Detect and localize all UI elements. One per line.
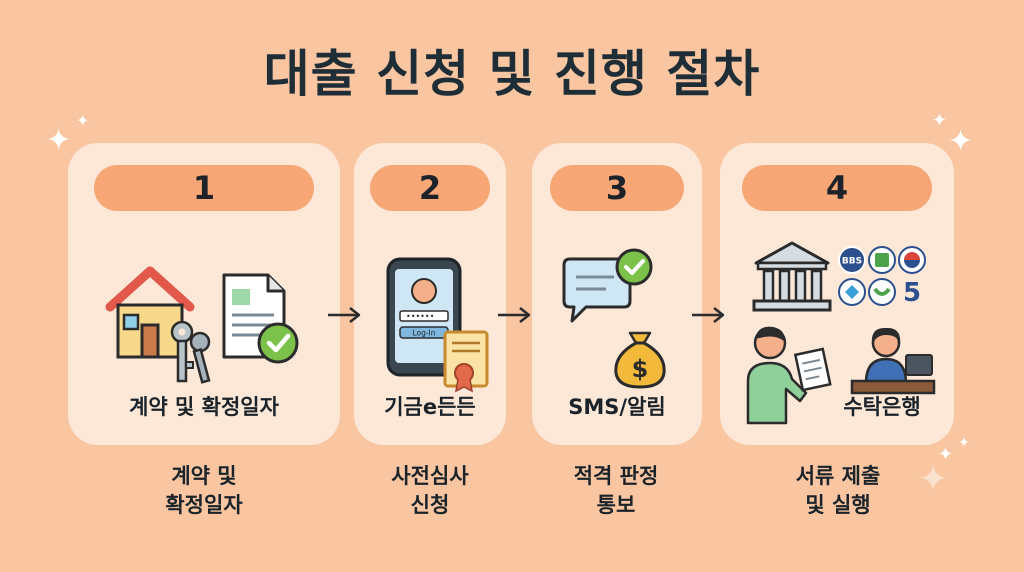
sparkle-icon: ✦ — [948, 124, 974, 159]
keys-icon — [170, 320, 211, 384]
step-label: 기금e든든 — [384, 395, 476, 419]
step-number-badge: 1 — [94, 165, 314, 211]
bank-logos-icon: BBS 5 — [838, 246, 926, 308]
bank-teller-icon — [850, 327, 936, 395]
caption-line: 통보 — [596, 493, 636, 517]
sparkle-icon: ✦ — [76, 111, 90, 130]
login-button-text: Log-In — [412, 329, 435, 338]
step-number-badge: 2 — [370, 165, 490, 211]
document-check-icon — [222, 273, 299, 364]
page-title: 대출 신청 및 진행 절차 — [263, 45, 761, 103]
sparkle-icon: ✦ — [938, 444, 954, 465]
caption-line: 서류 제출 — [795, 464, 881, 488]
caption-line: 사전심사 — [391, 464, 469, 488]
money-bag-icon: $ — [614, 331, 666, 389]
arrow-right-icon — [498, 307, 531, 323]
caption-line: 신청 — [410, 493, 450, 517]
caption-line: 확정일자 — [165, 493, 243, 517]
customer-icon — [746, 326, 832, 425]
bank-logo-text: BBS — [842, 257, 862, 267]
svg-text:••••••: •••••• — [406, 312, 434, 321]
step-caption-3: 적격 판정 통보 — [536, 462, 696, 520]
bank-building-icon — [752, 241, 832, 312]
sparkle-icon: ✦ — [932, 110, 948, 131]
step-label: 계약 및 확정일자 — [129, 395, 279, 419]
caption-line: 적격 판정 — [573, 464, 659, 488]
sparkle-icon: ✦ — [958, 435, 970, 451]
step-label: 수탁은행 — [843, 395, 921, 419]
step-card-1: 1 계약 및 확정일자 — [68, 143, 340, 445]
arrow-right-icon — [692, 307, 725, 323]
svg-text:$: $ — [632, 355, 649, 383]
certificate-icon — [443, 330, 489, 393]
smartphone-icon: •••••• Log-In — [386, 257, 462, 377]
step-card-2: 2 •••••• Log-In 기금e든든 — [354, 143, 506, 445]
sparkle-icon: ✦ — [918, 459, 949, 500]
step-card-4: 4 BBS 5 — [720, 143, 954, 445]
caption-line: 및 실행 — [805, 493, 871, 517]
sparkle-icon: ✦ — [46, 123, 72, 158]
step-card-3: 3 $ SMS/알림 — [532, 143, 702, 445]
step-caption-4: 서류 제출 및 실행 — [758, 462, 918, 520]
chat-bubble-check-icon — [562, 248, 653, 323]
step-number-badge: 3 — [550, 165, 684, 211]
step-number-badge: 4 — [742, 165, 932, 211]
step-caption-1: 계약 및 확정일자 — [124, 462, 284, 520]
step-caption-2: 사전심사 신청 — [350, 462, 510, 520]
caption-line: 계약 및 — [171, 464, 237, 488]
step-label: SMS/알림 — [568, 395, 666, 419]
bank-number-text: 5 — [903, 278, 921, 308]
arrow-right-icon — [328, 307, 361, 323]
